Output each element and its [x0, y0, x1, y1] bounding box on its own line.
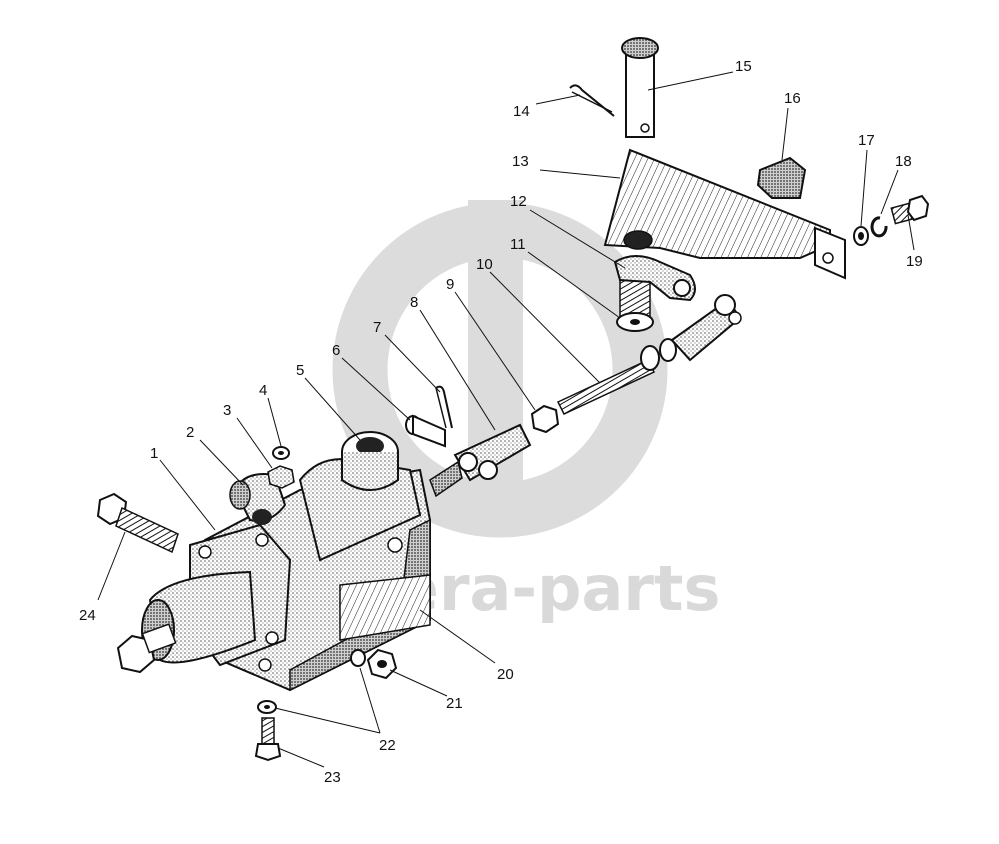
leader-22a [359, 667, 381, 734]
leader-24 [97, 531, 126, 601]
leader-12 [529, 209, 626, 269]
leader-11 [527, 251, 621, 319]
leader-23 [277, 747, 325, 768]
callout-9: 9 [446, 276, 454, 293]
washer-17 [853, 226, 869, 246]
leader-13 [539, 169, 621, 179]
callout-8: 8 [410, 294, 418, 311]
leader-16 [781, 107, 789, 161]
callout-5: 5 [296, 362, 304, 379]
callout-1: 1 [150, 445, 158, 462]
clevis-pin [405, 414, 446, 448]
callout-6: 6 [332, 342, 340, 359]
callout-10: 10 [476, 256, 493, 273]
nut-3 [267, 465, 295, 489]
leader-15 [647, 71, 734, 91]
leader-3 [236, 417, 273, 469]
leader-22b [274, 707, 381, 734]
callout-13: 13 [512, 153, 529, 170]
leader-7 [384, 334, 441, 393]
callout-24: 24 [79, 607, 96, 624]
spring [616, 274, 654, 332]
callout-23: 23 [324, 769, 341, 786]
bracket-plate [603, 148, 846, 280]
washer-4 [272, 446, 290, 460]
leader-20 [419, 609, 496, 664]
leader-9 [454, 291, 536, 411]
lever-arm [613, 255, 696, 302]
callout-19: 19 [906, 253, 923, 270]
leader-4 [267, 397, 282, 447]
bolt-19 [890, 194, 930, 225]
callout-14: 14 [513, 103, 530, 120]
washer-22b [257, 700, 277, 714]
elbow-fitting [229, 473, 287, 525]
callout-11: 11 [510, 236, 526, 253]
leader-17 [860, 149, 868, 227]
callout-16: 16 [784, 90, 801, 107]
mounting-bracket [339, 574, 431, 641]
callout-3: 3 [223, 402, 231, 419]
leader-10 [489, 271, 601, 384]
callout-17: 17 [858, 132, 875, 149]
callout-4: 4 [259, 382, 267, 399]
bolt-24 [96, 492, 179, 554]
nut-9 [530, 404, 560, 434]
leader-5 [304, 377, 361, 441]
callout-labels: 1 2 3 4 5 6 7 8 9 10 11 12 13 14 15 16 1… [79, 58, 923, 786]
callout-2: 2 [186, 424, 194, 441]
leader-2 [199, 439, 244, 486]
leader-lines [97, 71, 915, 768]
callout-12: 12 [510, 193, 527, 210]
callout-20: 20 [497, 666, 514, 683]
rubber-pad [756, 156, 807, 199]
leader-18 [880, 169, 899, 215]
callout-18: 18 [895, 153, 912, 170]
callout-7: 7 [373, 319, 381, 336]
cotter-pin-14 [569, 84, 615, 117]
leader-14 [535, 94, 581, 105]
callout-22: 22 [379, 737, 396, 754]
hinge-pin [621, 37, 659, 138]
callout-21: 21 [446, 695, 463, 712]
lock-washer-18 [870, 216, 888, 238]
rod-nuts-right [640, 338, 677, 371]
leader-21 [389, 669, 448, 697]
leader-8 [419, 309, 496, 431]
leader-1 [159, 459, 216, 531]
leader-6 [341, 357, 411, 421]
bolt-23 [254, 717, 282, 762]
clevis-fork-right [670, 294, 742, 362]
leader-19 [907, 214, 915, 251]
cotter-pin [435, 385, 453, 429]
washer-22a [350, 649, 366, 667]
callout-15: 15 [735, 58, 752, 75]
threaded-rod [556, 359, 656, 415]
nut-21 [366, 648, 398, 680]
clevis-fork [429, 423, 532, 498]
